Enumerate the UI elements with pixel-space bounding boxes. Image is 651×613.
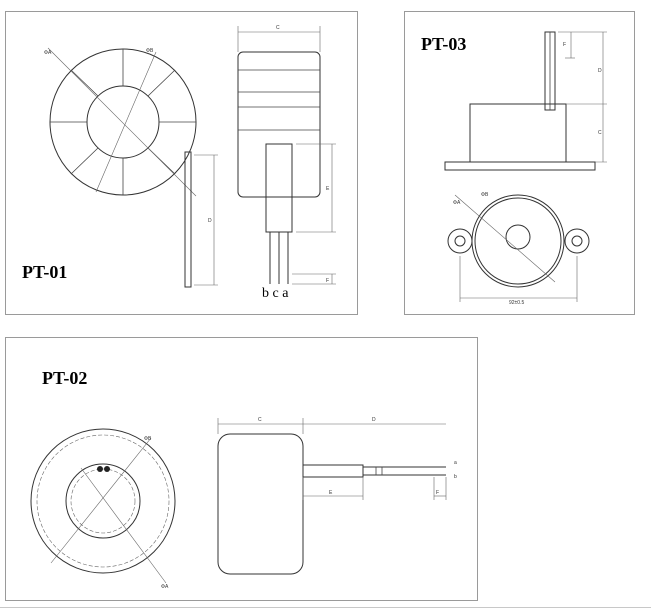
pt03-title: PT-03: [421, 34, 467, 54]
bottom-divider: [0, 607, 651, 608]
pt01-front-lead: [184, 151, 192, 288]
pt01-drawing: ΦA ΦB D C E F b c a: [44, 25, 336, 301]
pt03-drawing: F D C ΦA ΦB 92±0.5: [444, 31, 607, 306]
pt02-label-lead-a: a: [454, 460, 457, 466]
pt02-inner-circle: [65, 463, 141, 539]
pt02-label-lead-b: b: [454, 474, 457, 480]
pt03-mount-right: [564, 228, 590, 254]
pt01-label-f: F: [326, 278, 329, 284]
pt02-diameter-a-line: [80, 467, 167, 584]
pt02-lead-dot-2: [104, 466, 110, 472]
pt03-label-f: F: [563, 42, 566, 48]
pt03-label-b: ΦB: [481, 192, 489, 198]
pt01-lead-sleeve: [265, 143, 293, 233]
pt02-label-c: C: [258, 417, 262, 423]
pt02-label-f: F: [436, 490, 439, 496]
pt01-winding-segments: [50, 49, 196, 195]
pt01-side-body: [237, 51, 321, 198]
pt03-outer-circle: [471, 194, 565, 288]
pt02-side-body: [217, 433, 304, 575]
pt03-mount-left: [447, 228, 473, 254]
pt02-lead-dot-1: [97, 466, 103, 472]
pt03-body-side: [469, 103, 567, 163]
pt01-inner-circle: [86, 85, 160, 159]
pt01-title: PT-01: [22, 262, 68, 282]
pt02-diameter-b-line: [50, 437, 152, 564]
pt03-base-flange: [444, 161, 596, 171]
pt01-label-c: C: [276, 25, 280, 31]
pt02-lead-sleeve: [302, 464, 364, 478]
pt01-label-e: E: [326, 186, 330, 192]
pt03-label-d: D: [598, 68, 602, 74]
pt01-panel: ΦA ΦB D C E F b c a PT-01: [5, 11, 358, 315]
pt02-title: PT-02: [42, 368, 88, 388]
pt01-label-b: ΦB: [146, 48, 154, 54]
pt02-label-d: D: [372, 417, 376, 423]
pt01-label-d: D: [208, 218, 212, 224]
pt02-drawing: ΦB ΦA C D E F a b: [30, 417, 457, 590]
pt03-label-a: ΦA: [453, 200, 461, 206]
pt01-diameter-b-line: [95, 51, 157, 193]
pt01-diameter-a-line: [47, 47, 197, 197]
pt01-lead-letters: b c a: [262, 286, 289, 301]
pt03-diameter-line: [454, 194, 556, 283]
pt02-label-e: E: [329, 490, 333, 496]
pt03-inner-circle: [505, 224, 531, 250]
pt02-outer-dashed: [36, 434, 170, 568]
pt02-panel: ΦB ΦA C D E F a b PT-02: [5, 337, 478, 601]
pt02-label-a: ΦA: [161, 584, 169, 590]
pt03-panel: F D C ΦA ΦB 92±0.5 PT-03: [404, 11, 635, 315]
pt02-outer-circle: [30, 428, 176, 574]
pt01-label-a: ΦA: [44, 50, 52, 56]
pt03-label-pitch: 92±0.5: [509, 300, 524, 306]
pt03-label-c: C: [598, 130, 602, 136]
pt02-label-b: ΦB: [144, 436, 152, 442]
